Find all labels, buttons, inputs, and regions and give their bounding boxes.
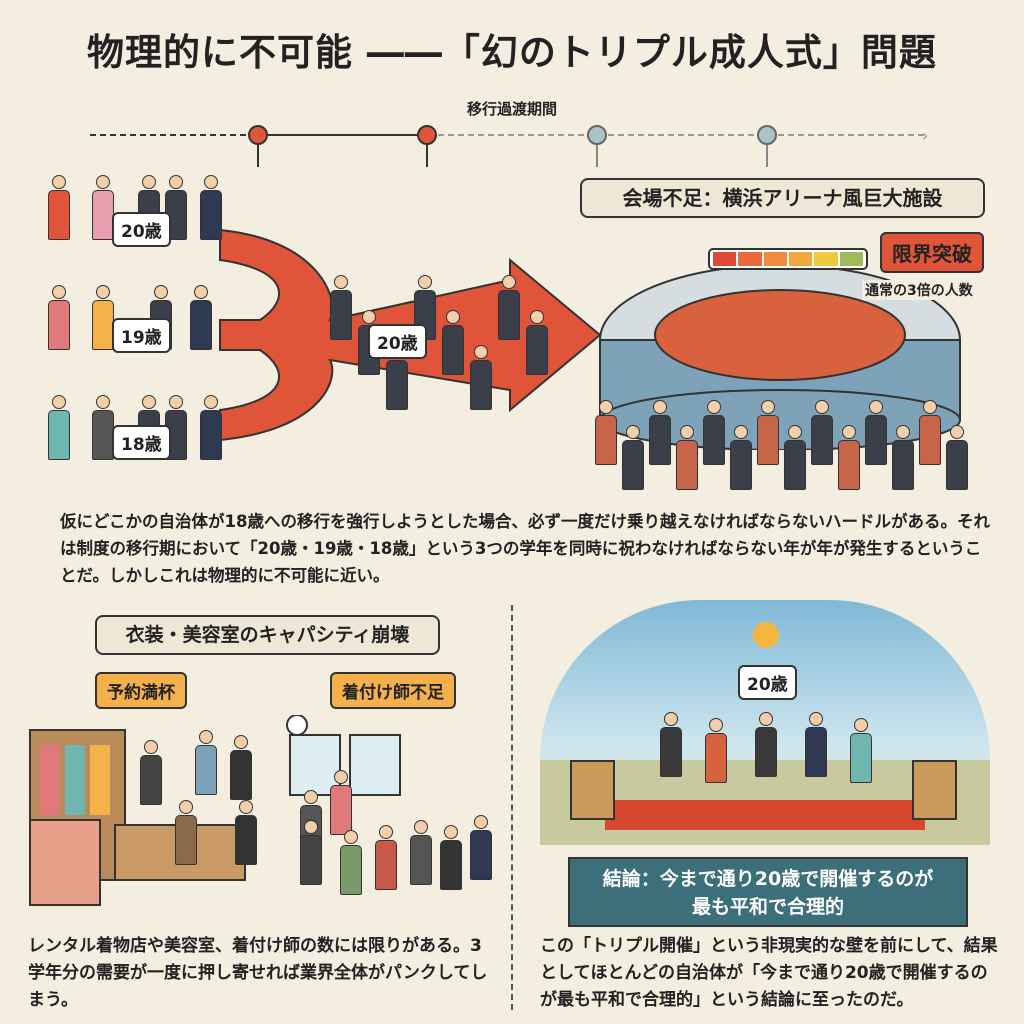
age-label-20: 20歳	[112, 212, 171, 247]
age-label-19: 19歳	[112, 318, 171, 353]
person-figure	[190, 285, 212, 350]
capacity-heading: 衣装・美容室のキャパシティ崩壊	[95, 615, 440, 655]
person-figure	[498, 275, 520, 340]
capacity-text: レンタル着物店や美容室、着付け師の数には限りがある。3学年分の需要が一度に押し寄…	[28, 936, 488, 1010]
meter-segment	[713, 252, 737, 266]
fully-booked-bubble: 予約満杯	[95, 672, 187, 709]
meter-segment	[763, 252, 787, 266]
person-figure	[703, 400, 725, 465]
kadomatsu-right	[912, 760, 957, 820]
person-figure	[649, 400, 671, 465]
ceremony-age-bubble: 20歳	[738, 665, 797, 700]
merged-age-label: 20歳	[368, 324, 427, 359]
person-figure	[892, 425, 914, 490]
person-figure	[946, 425, 968, 490]
person-figure	[919, 400, 941, 465]
person-figure	[410, 820, 432, 885]
person-figure	[92, 395, 114, 460]
timeline-stem	[596, 145, 598, 167]
person-figure	[784, 425, 806, 490]
person-figure	[442, 310, 464, 375]
timeline-dot	[248, 125, 268, 145]
section-divider	[511, 605, 513, 1010]
person-figure	[595, 400, 617, 465]
person-figure	[200, 175, 222, 240]
person-figure	[48, 395, 70, 460]
timeline-dot	[587, 125, 607, 145]
person-figure	[340, 830, 362, 895]
meter-segment	[839, 252, 863, 266]
person-figure	[470, 345, 492, 410]
person-figure	[526, 310, 548, 375]
person-figure	[230, 735, 252, 800]
person-figure	[92, 175, 114, 240]
capacity-meter	[708, 248, 868, 270]
age-label-18: 18歳	[112, 425, 171, 460]
over-limit-badge: 限界突破	[880, 232, 984, 273]
page-title: 物理的に不可能 ――「幻のトリプル成人式」問題	[87, 31, 937, 74]
person-figure	[330, 770, 352, 835]
person-figure	[660, 712, 682, 777]
person-figure	[330, 275, 352, 340]
person-figure	[865, 400, 887, 465]
person-figure	[811, 400, 833, 465]
person-figure	[676, 425, 698, 490]
person-figure	[470, 815, 492, 880]
conclusion-line1: 結論：今まで通り20歳で開催するのが	[602, 868, 934, 890]
meter-segment	[738, 252, 762, 266]
person-figure	[195, 730, 217, 795]
conclusion-line2: 最も平和で合理的	[691, 896, 844, 918]
person-figure	[440, 825, 462, 890]
person-figure	[92, 285, 114, 350]
dresser-shortage-bubble: 着付け師不足	[330, 672, 456, 709]
person-figure	[235, 800, 257, 865]
timeline-line	[258, 134, 428, 136]
timeline-line	[428, 134, 928, 136]
conclusion-text: この「トリプル開催」という非現実的な壁を前にして、結果としてほとんどの自治体が「…	[540, 936, 998, 1010]
person-figure	[200, 395, 222, 460]
person-figure	[805, 712, 827, 777]
person-figure	[850, 718, 872, 783]
person-figure	[48, 285, 70, 350]
conclusion-banner: 結論：今まで通り20歳で開催するのが 最も平和で合理的	[568, 857, 968, 927]
kadomatsu-left	[570, 760, 615, 820]
timeline-stem	[257, 145, 259, 167]
intro-paragraph: 仮にどこかの自治体が18歳への移行を強行しようとした場合、必ず一度だけ乗り越えな…	[60, 512, 990, 585]
person-figure	[705, 718, 727, 783]
person-figure	[300, 820, 322, 885]
person-figure	[48, 175, 70, 240]
rental-shop-illustration	[29, 715, 401, 906]
person-figure	[755, 712, 777, 777]
person-figure	[838, 425, 860, 490]
person-figure	[622, 425, 644, 490]
timeline-dot	[417, 125, 437, 145]
meter-segment	[788, 252, 813, 266]
arrow-right-icon: ›	[922, 126, 929, 145]
timeline-label: 移行過渡期間	[466, 100, 557, 118]
person-figure	[757, 400, 779, 465]
person-figure	[730, 425, 752, 490]
red-carpet	[605, 800, 925, 830]
venue-heading: 会場不足：横浜アリーナ風巨大施設	[580, 178, 985, 218]
timeline-stem	[426, 145, 428, 167]
person-figure	[175, 800, 197, 865]
meter-segment	[814, 252, 838, 266]
sun-icon	[753, 622, 779, 648]
capacity-note: 通常の3倍の人数	[862, 280, 976, 300]
person-figure	[140, 740, 162, 805]
person-figure	[375, 825, 397, 890]
timeline-dot	[757, 125, 777, 145]
timeline-stem	[766, 145, 768, 167]
